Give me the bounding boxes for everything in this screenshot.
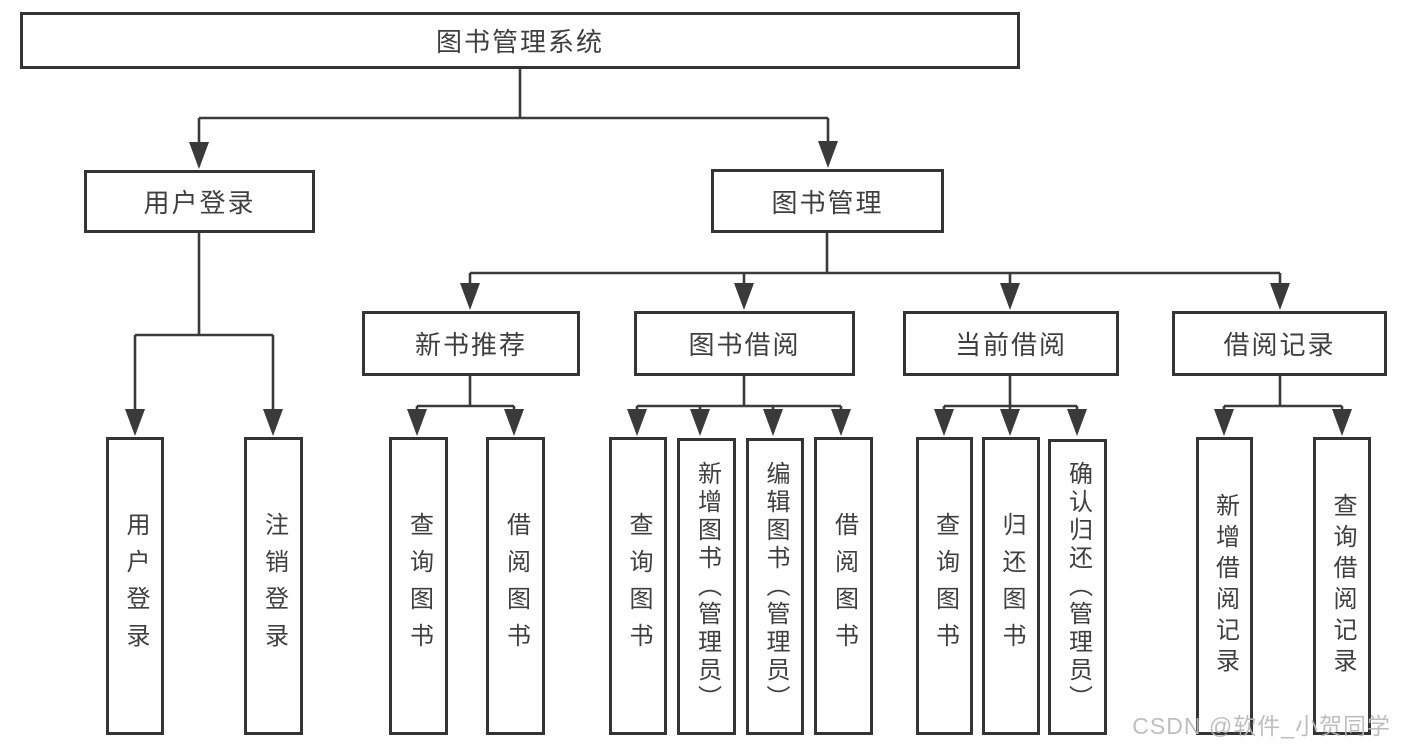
node-library-management-system-label: 图书管理系统 [435,27,604,57]
node-borrowing-records-label: 借阅记录 [1223,330,1336,360]
leaf-add-books-admin: 新增图书（管理员） [677,438,736,735]
leaf-borrow-books-label: 借阅图书 [830,512,858,660]
node-current-borrowing: 当前借阅 [903,311,1119,376]
leaf-query-books-current-label: 查询图书 [931,512,959,660]
leaf-user-login-label: 用户登录 [122,512,149,660]
leaf-return-books: 归还图书 [982,437,1040,735]
leaf-borrow-books-recommend-label: 借阅图书 [502,512,530,660]
node-current-borrowing-label: 当前借阅 [954,330,1067,360]
leaf-confirm-return-admin-label: 确认归还（管理员） [1064,461,1092,713]
node-new-book-recommendation-label: 新书推荐 [414,330,527,360]
connector-wire-path [133,69,1344,411]
node-book-borrowing: 图书借阅 [634,311,855,376]
csdn-watermark: CSDN @软件_小贺同学 [1132,713,1391,739]
node-new-book-recommendation: 新书推荐 [362,311,580,376]
leaf-query-borrow-record: 查询借阅记录 [1313,437,1371,735]
leaf-edit-books-admin: 编辑图书（管理员） [746,438,804,735]
node-borrowing-records: 借阅记录 [1172,311,1387,376]
leaf-query-books-recommend-label: 查询图书 [405,512,433,660]
leaf-borrow-books: 借阅图书 [814,437,873,735]
leaf-query-borrow-record-label: 查询借阅记录 [1329,493,1356,679]
arrowheads-path [125,141,1352,436]
leaf-query-books-borrow-label: 查询图书 [625,512,652,660]
leaf-edit-books-admin-label: 编辑图书（管理员） [762,460,789,713]
leaf-add-borrow-record: 新增借阅记录 [1196,437,1253,735]
leaf-logout: 注销登录 [244,437,303,735]
node-book-management-label: 图书管理 [771,187,884,218]
node-book-management: 图书管理 [711,169,944,233]
node-user-login: 用户登录 [84,170,315,233]
leaf-confirm-return-admin: 确认归还（管理员） [1048,439,1107,735]
leaf-add-borrow-record-label: 新增借阅记录 [1211,493,1239,679]
leaf-query-books-recommend: 查询图书 [389,437,448,735]
leaf-return-books-label: 归还图书 [998,512,1025,660]
leaf-query-books-borrow: 查询图书 [609,437,667,735]
leaf-logout-label: 注销登录 [260,512,288,660]
leaf-borrow-books-recommend: 借阅图书 [486,437,545,735]
leaf-add-books-admin-label: 新增图书（管理员） [693,460,721,713]
node-library-management-system: 图书管理系统 [20,12,1020,69]
node-book-borrowing-label: 图书借阅 [688,330,801,360]
node-user-login-label: 用户登录 [143,188,256,218]
leaf-query-books-current: 查询图书 [916,437,973,735]
leaf-user-login: 用户登录 [106,437,164,735]
